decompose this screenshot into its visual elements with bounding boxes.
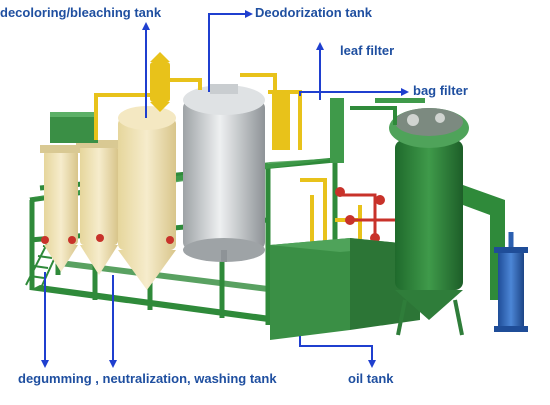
label-oil-tank: oil tank xyxy=(348,371,394,386)
bag-filter-body xyxy=(272,90,290,150)
ground-frame xyxy=(30,260,300,325)
degumming-tank-2 xyxy=(76,140,122,275)
heat-exchanger xyxy=(494,232,528,332)
deodorization-tank xyxy=(183,84,265,262)
vacuum-separator xyxy=(150,52,170,112)
degumming-tank-1 xyxy=(40,145,82,272)
label-decoloring-tank: decoloring/bleaching tank xyxy=(0,5,162,20)
leaf-filter xyxy=(389,108,505,336)
decoloring-tank xyxy=(118,106,176,290)
feed-tank xyxy=(50,112,98,143)
label-leaf-filter: leaf filter xyxy=(340,43,395,58)
bag-filter-column xyxy=(330,98,344,163)
label-bag-filter: bag filter xyxy=(413,83,468,98)
filter-hoist-frame xyxy=(375,98,425,103)
label-deodorization-tank: Deodorization tank xyxy=(255,5,373,20)
label-degumming-tank: degumming , neutralization, washing tank xyxy=(18,371,277,386)
filter-feed-pipe xyxy=(350,106,397,125)
annotation-arrows xyxy=(41,10,409,368)
